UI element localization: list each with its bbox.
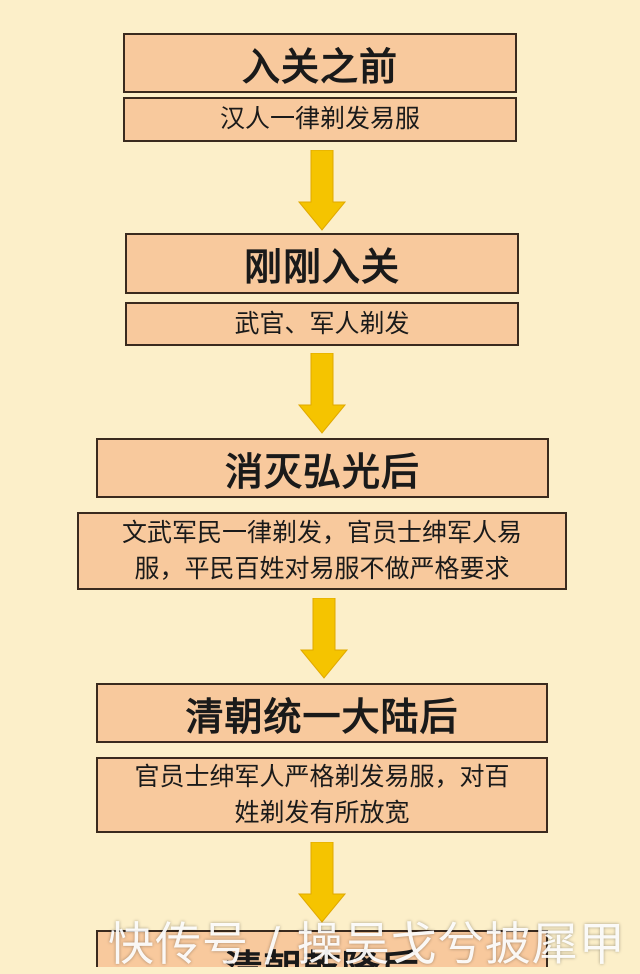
stage-4-title: 清朝统一大陆后 <box>96 683 548 743</box>
stage-5-title-text: 清朝乾隆后 <box>224 938 419 967</box>
stage-2-title-text: 刚刚入关 <box>243 245 400 289</box>
stage-3-description-line-1: 文武军民一律剃发，官员士绅军人易 <box>121 517 522 547</box>
watermark: 快传号 / 操吴戈兮披犀甲 <box>108 917 626 971</box>
arrow-down-icon <box>297 842 347 923</box>
stage-5-title: 清朝乾隆后 <box>96 930 548 967</box>
stage-3-description-line-2: 服，平民百姓对易服不做严格要求 <box>134 554 510 583</box>
stage-2-description: 武官、军人剃发 <box>125 302 519 346</box>
stage-1-description-text: 汉人一律剃发易服 <box>219 104 420 134</box>
stage-4-title-text: 清朝统一大陆后 <box>185 694 459 739</box>
stage-4-description: 官员士绅军人严格剃发易服，对百 姓剃发有所放宽 <box>96 757 548 833</box>
stage-3-description: 文武军民一律剃发，官员士绅军人易 服，平民百姓对易服不做严格要求 <box>77 512 567 590</box>
stage-1-description: 汉人一律剃发易服 <box>123 97 517 142</box>
stage-4-description-line-1: 官员士绅军人严格剃发易服，对百 <box>134 761 510 791</box>
arrow-down-icon <box>297 353 347 434</box>
arrow-down-icon <box>299 598 349 679</box>
stage-4-description-line-2: 姓剃发有所放宽 <box>234 798 410 827</box>
stage-2-description-text: 武官、军人剃发 <box>234 308 410 338</box>
stage-1-title: 入关之前 <box>123 33 517 93</box>
stage-3-title: 消灭弘光后 <box>96 438 549 498</box>
arrow-down-icon <box>297 150 347 231</box>
stage-2-title: 刚刚入关 <box>125 233 519 294</box>
stage-3-title-text: 消灭弘光后 <box>224 449 420 494</box>
stage-1-title-text: 入关之前 <box>241 44 398 89</box>
